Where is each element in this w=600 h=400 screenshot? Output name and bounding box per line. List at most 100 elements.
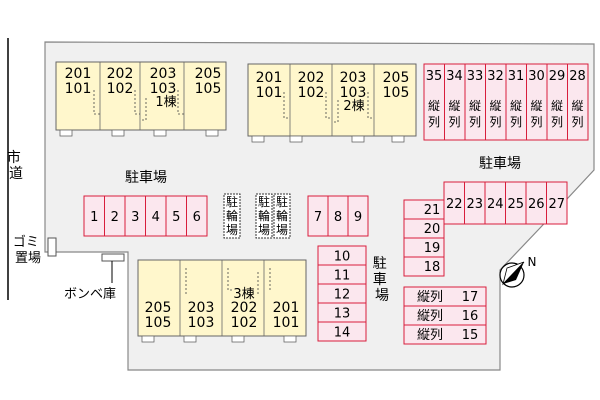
space-13: 13 bbox=[317, 302, 367, 323]
space-22-number: 22 bbox=[446, 197, 463, 212]
unit-201-label: 201 bbox=[273, 300, 300, 316]
unit-101-label: 101 bbox=[256, 85, 283, 101]
cylinder-label: ボンベ庫 bbox=[64, 287, 116, 302]
bike-char: 場 bbox=[276, 223, 288, 237]
space-28-number: 28 bbox=[569, 69, 586, 84]
space-6-number: 6 bbox=[193, 210, 201, 225]
space-28-type-2: 列 bbox=[571, 115, 583, 129]
garbage-label: ゴミ 置場 bbox=[13, 234, 43, 266]
space-12: 12 bbox=[317, 283, 367, 304]
bike-char: 輪 bbox=[276, 208, 288, 223]
space-26-number: 26 bbox=[528, 197, 545, 212]
building-3-name: 3棟 bbox=[233, 287, 254, 302]
garbage-label-2: 置場 bbox=[15, 251, 41, 266]
space-29-number: 29 bbox=[549, 69, 566, 84]
unit-105-label: 105 bbox=[145, 315, 172, 331]
space-31-type-1: 縦 bbox=[510, 99, 522, 113]
parking-label-center-1: 駐 bbox=[373, 256, 387, 272]
space-15-number: 15 bbox=[462, 328, 479, 343]
space-10-number: 10 bbox=[334, 250, 351, 265]
space-18: 18 bbox=[403, 256, 445, 277]
space-32-type-1: 縦 bbox=[489, 99, 501, 113]
space-7: 7 bbox=[307, 195, 329, 237]
space-4-number: 4 bbox=[152, 210, 160, 225]
space-12-number: 12 bbox=[334, 288, 351, 303]
space-19: 19 bbox=[403, 237, 445, 258]
space-4: 4 bbox=[145, 195, 167, 237]
space-33-type-2: 列 bbox=[469, 115, 481, 129]
space-17: 縦列 17 bbox=[403, 286, 487, 307]
space-17-type: 縦列 bbox=[417, 290, 443, 305]
space-19-number: 19 bbox=[424, 241, 441, 256]
space-11-number: 11 bbox=[334, 269, 351, 284]
bike-char: 場 bbox=[258, 223, 270, 237]
space-33-number: 33 bbox=[467, 69, 484, 84]
space-29-type-1: 縦 bbox=[551, 99, 563, 113]
building-1-name: 1棟 bbox=[155, 95, 176, 110]
space-3-number: 3 bbox=[131, 210, 139, 225]
space-14: 14 bbox=[317, 321, 367, 342]
compass-label: N bbox=[528, 255, 537, 269]
space-21: 21 bbox=[403, 199, 445, 220]
unit-105-label: 105 bbox=[195, 81, 222, 97]
space-27: 27 bbox=[546, 181, 568, 225]
unit-203-label: 203 bbox=[188, 300, 215, 316]
cylinder-storage bbox=[101, 253, 125, 262]
bike-parking-3: 駐輪場 bbox=[273, 193, 291, 239]
unit-203-label: 203 bbox=[150, 66, 177, 82]
unit-205-label: 205 bbox=[195, 66, 222, 82]
compass-icon: N bbox=[499, 255, 537, 288]
bike-char: 場 bbox=[226, 223, 238, 237]
street-label-1: 市 bbox=[7, 149, 21, 166]
space-25: 25 bbox=[505, 181, 527, 225]
parking-label-center-2: 車 bbox=[373, 271, 387, 288]
space-30-number: 30 bbox=[528, 69, 545, 84]
space-1-number: 1 bbox=[90, 210, 98, 225]
space-6: 6 bbox=[186, 195, 208, 237]
space-9: 9 bbox=[347, 195, 369, 237]
space-18-number: 18 bbox=[424, 260, 441, 275]
bike-char: 駐 bbox=[258, 194, 270, 209]
space-31-type-2: 列 bbox=[510, 115, 522, 129]
street-label-2: 道 bbox=[9, 166, 23, 182]
bike-parking-1: 駐輪場 bbox=[223, 193, 241, 239]
space-1: 1 bbox=[83, 195, 105, 237]
space-22: 22 bbox=[443, 181, 465, 225]
unit-105-label: 105 bbox=[383, 85, 410, 101]
space-32-number: 32 bbox=[487, 69, 504, 84]
unit-102-label: 102 bbox=[231, 315, 258, 331]
unit-205-label: 205 bbox=[145, 300, 172, 316]
space-23-number: 23 bbox=[466, 197, 483, 212]
unit-103-label: 103 bbox=[188, 315, 215, 331]
space-21-number: 21 bbox=[424, 203, 441, 218]
garbage-area bbox=[47, 237, 57, 257]
parking-label-center-3: 場 bbox=[375, 288, 389, 304]
space-16-number: 16 bbox=[462, 309, 479, 324]
bike-char: 駐 bbox=[276, 194, 288, 209]
parking-label-center: 駐 車 場 bbox=[373, 256, 391, 304]
space-27-number: 27 bbox=[548, 197, 565, 212]
parking-label-top-middle: 駐車場 bbox=[125, 169, 167, 186]
unit-205-label: 205 bbox=[383, 70, 410, 86]
space-14-number: 14 bbox=[334, 326, 351, 341]
space-23: 23 bbox=[464, 181, 486, 225]
space-3: 3 bbox=[124, 195, 146, 237]
space-31-number: 31 bbox=[508, 69, 525, 84]
space-17-number: 17 bbox=[462, 290, 479, 305]
space-8: 8 bbox=[327, 195, 349, 237]
bike-char: 輪 bbox=[258, 208, 270, 223]
space-24: 24 bbox=[484, 181, 506, 225]
space-29-type-2: 列 bbox=[551, 115, 563, 129]
